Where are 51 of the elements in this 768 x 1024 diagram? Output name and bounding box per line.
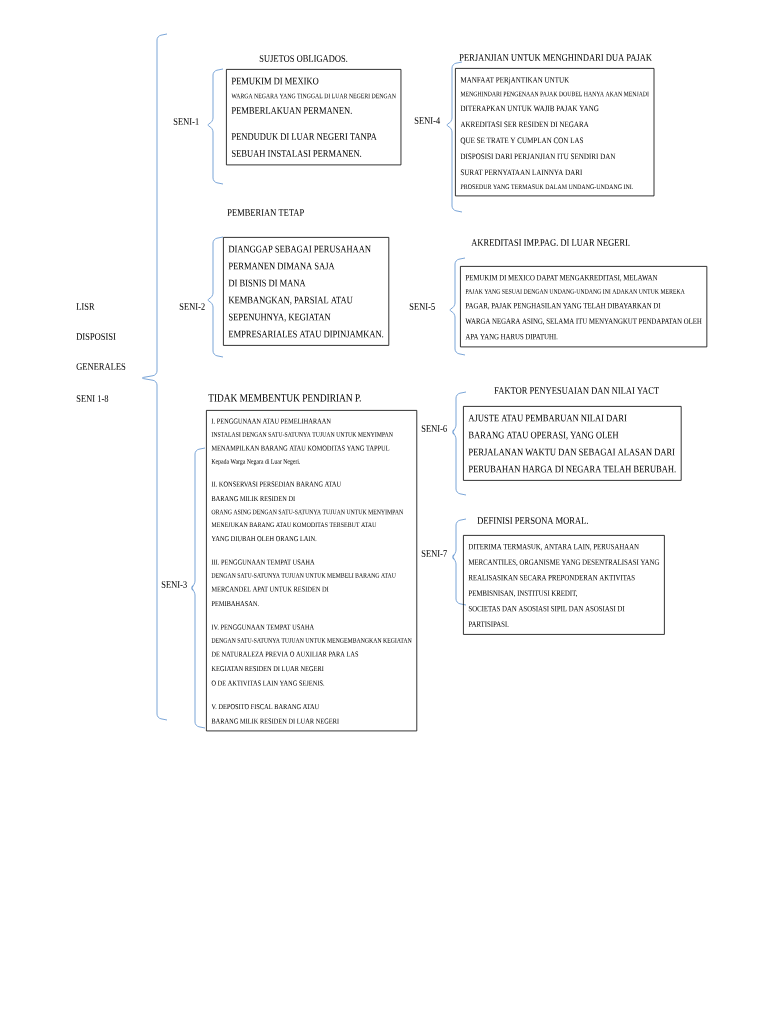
node-label: DITERIMA TERMASUK, ANTARA LAIN, PERUSAHAAN <box>468 543 639 551</box>
box-heading: AKREDITASI IMP.PAG. DI LUAR NEGERI. <box>471 239 630 246</box>
node-label: BARANG ATAU OPERASI, YANG OLEH <box>468 431 619 440</box>
node-label: PAGAR, PAJAK PENGHASILAN YANG TELAH DIBAYARKAN DI <box>465 302 661 310</box>
label: SENI-3 <box>161 581 187 588</box>
node-label: SEBUAH INSTALASI PERMANEN. <box>231 150 362 157</box>
label: SENI 1-8 <box>76 395 109 402</box>
node-label: DISPOSISI DARI PERJANJIAN ITU SENDIRI DAN <box>460 153 616 160</box>
text-box: AJUSTE ATAU PEMBARUAN NILAI DARI BARANG ATAU OPERASI, YANG OLEH PERJALANAN WAKTU DAN SEBAGAI ALASAN DARI PERUBAHAN HARGA DI NEGARA TELAH BERUBAH. <box>463 406 682 481</box>
node-label: DI BISNIS DI MANA <box>228 279 306 287</box>
node-label: PEMUKIM DI MEXIKO <box>231 77 319 85</box>
label: DISPOSISI <box>76 333 116 340</box>
node-label: PENDUDUK DI LUAR NEGERI TANPA <box>231 133 377 140</box>
node-label: AKREDITASI SER RESIDEN DI NEGARA <box>460 121 589 128</box>
box-heading: TIDAK MEMBENTUK PENDIRIAN P. <box>208 394 361 402</box>
node-label: PEMBERLAKUAN PERMANEN. <box>231 107 352 114</box>
node-label: PERJALANAN WAKTU DAN SEBAGAI ALASAN DARI <box>468 448 675 456</box>
node-label: SEPENUHNYA, KEGIATAN <box>228 313 331 322</box>
label: SENI-7 <box>421 550 447 557</box>
box-heading: FAKTOR PENYESUAIAN DAN NILAI YACT <box>494 387 659 394</box>
label: SENI-4 <box>414 117 441 124</box>
node-label: WARGA NEGARA ASING, SELAMA ITU MENYANGKUT PENDAPATAN OLEH <box>465 318 702 325</box>
node-label: PEMBISNISAN, INSTITUSI KREDIT, <box>468 590 578 597</box>
box-heading: PEMBERIAN TETAP <box>227 209 304 216</box>
label: SENI-1 <box>173 118 199 125</box>
text-box: DITERIMA TERMASUK, ANTARA LAIN, PERUSAHAAN MERCANTILES, ORGANISME YANG DESENTRALISASI YANG REALISASIKAN SECARA PREPONDERAN AKTIVITAS PEMBISNISAN, INSTITUSI KREDIT, SOCIETAS DAN ASOSIASI SIPIL DAN ASOSIASI DI PARTISIPASI. <box>463 535 665 635</box>
node-label: SURAT PERNYATAAN LAINNYA DARI <box>460 169 583 176</box>
node-label: DIANGGAP SEBAGAI PERUSAHAAN <box>228 245 371 253</box>
node-label: REALISASIKAN SECARA PREPONDERAN AKTIVITAS <box>468 574 635 581</box>
node-label: QUE SE TRATE Y CUMPLAN CON LAS <box>460 137 584 145</box>
label: SENI-6 <box>421 425 447 432</box>
node-label: PARTISIPASI. <box>468 621 509 627</box>
box-heading: PERJANJIAN UNTUK MENGHINDARI DUA PAJAK <box>459 54 652 61</box>
node-label: MANFAAT PERjANTIKAN UNTUK <box>460 77 570 85</box>
node-label: PERMANEN DIMANA SAJA <box>228 262 335 270</box>
node-label: KEMBANGKAN, PARSIAL ATAU <box>228 296 353 305</box>
label: LISR <box>76 303 95 310</box>
node-label: SOCIETAS DAN ASOSIASI SIPIL DAN ASOSIASI DI <box>468 605 625 612</box>
node-label: APA YANG HARUS DIPATUHI. <box>465 333 558 340</box>
label: SENI-2 <box>179 303 205 310</box>
node-label: EMPRESARIALES ATAU DIPINJAMKAN. <box>228 330 384 338</box>
node-label: PEMUKIM DI MEXICO DAPAT MENGAKREDITASI, MELAWAN <box>465 274 658 282</box>
label: GENERALES <box>76 363 126 370</box>
box-heading: DEFINISI PERSONA MORAL. <box>477 517 588 524</box>
node-label: MERCANTILES, ORGANISME YANG DESENTRALISASI YANG <box>468 559 660 566</box>
node-label: PERUBAHAN HARGA DI NEGARA TELAH BERUBAH. <box>468 465 676 473</box>
label: SENI-5 <box>409 303 435 310</box>
node-label: AJUSTE ATAU PEMBARUAN NILAI DARI <box>468 414 627 422</box>
text-box: DIANGGAP SEBAGAI PERUSAHAAN PERMANEN DIMANA SAJA DI BISNIS DI MANA KEMBANGKAN, PARSIAL ATAU SEPENUHNYA, KEGIATAN EMPRESARIALES ATAU DIPINJAMKAN. <box>223 237 390 346</box>
node-label: DITERAPKAN UNTUK WAJIB PAJAK YANG <box>460 105 599 112</box>
box-heading: SUJETOS OBLIGADOS. <box>259 55 348 62</box>
